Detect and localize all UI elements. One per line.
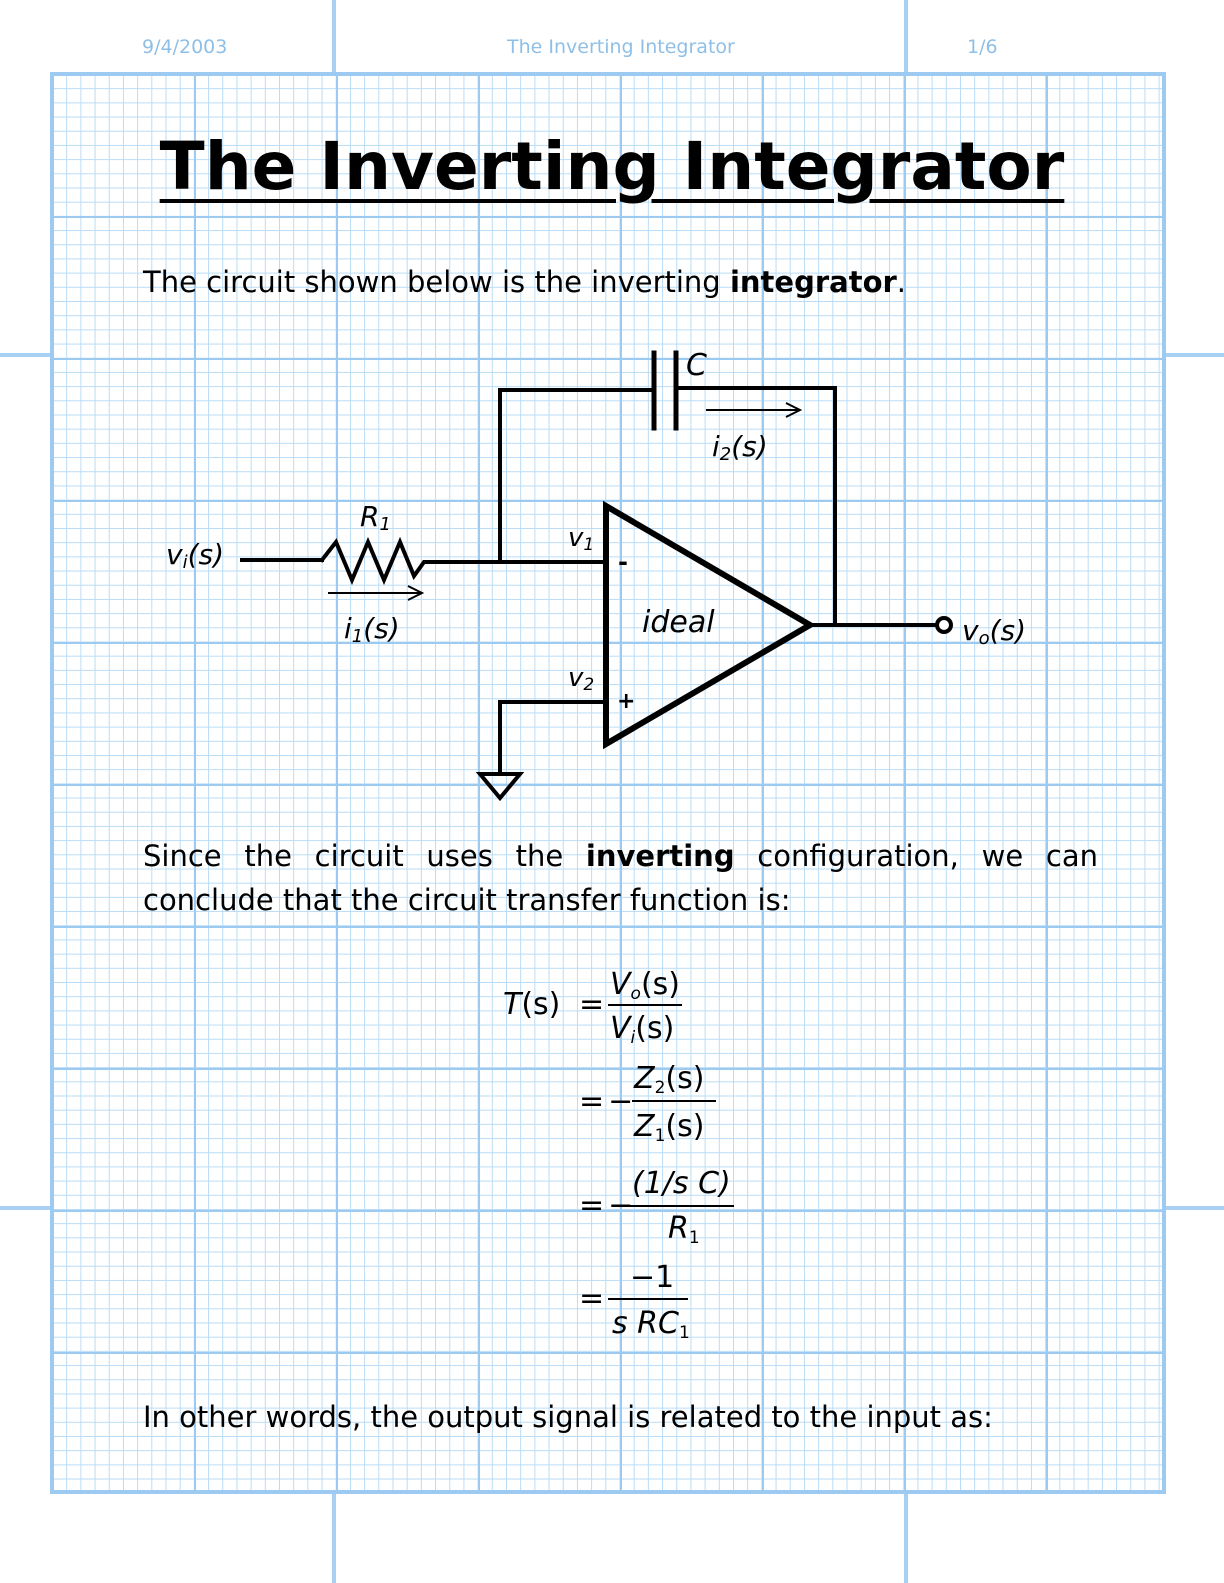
label-node-v2: v2	[568, 663, 594, 695]
arrow-i2	[706, 402, 803, 418]
output-terminal	[935, 616, 953, 634]
feedback-wire-right	[676, 386, 837, 627]
eq-numerator-1: Vo(s)	[610, 967, 680, 1004]
eq-numerator-4: −1	[630, 1260, 674, 1295]
eq-numerator-2: Z2(s)	[633, 1061, 704, 1098]
closing-paragraph: In other words, the output signal is rel…	[143, 1400, 993, 1434]
header-title: The Inverting Integrator	[507, 36, 735, 58]
intro-paragraph: The circuit shown below is the inverting…	[143, 265, 907, 299]
label-capacitor: C	[686, 348, 707, 383]
label-input-voltage: vi(s)	[166, 538, 224, 573]
label-node-v1: v1	[568, 523, 594, 555]
ground-symbol	[475, 772, 525, 802]
configuration-paragraph: Since the circuit uses the inverting con…	[143, 839, 1098, 917]
eq-denominator-1: Vi(s)	[610, 1011, 674, 1048]
eq-equals-1: =	[579, 987, 604, 1022]
page-title: The Inverting Integrator	[159, 128, 1065, 205]
opamp-triangle	[603, 500, 816, 750]
label-opamp-ideal: ideal	[642, 605, 715, 640]
label-output-voltage: vo(s)	[962, 614, 1026, 649]
label-noninverting-input: +	[617, 689, 635, 714]
header-date: 9/4/2003	[142, 36, 228, 58]
feedback-wire-left	[498, 388, 654, 564]
label-current-1: i1(s)	[344, 612, 400, 647]
eq-denominator-3: R1	[668, 1211, 700, 1248]
eq-lhs: T(s)	[503, 987, 560, 1022]
eq-equals-3: =−	[579, 1188, 633, 1223]
eq-equals-4: =	[579, 1281, 604, 1316]
eq-equals-2: =−	[579, 1084, 633, 1119]
graph-paper-sheet	[50, 72, 1166, 1494]
ground-wire	[498, 700, 608, 776]
label-inverting-input: -	[618, 548, 628, 576]
header-page: 1/6	[967, 36, 998, 58]
label-current-2: i2(s)	[712, 430, 768, 465]
eq-denominator-4: s RC1	[612, 1306, 690, 1343]
arrow-i1	[328, 585, 425, 601]
resistor	[319, 536, 608, 586]
eq-numerator-3: (1/s C)	[632, 1166, 731, 1201]
eq-denominator-2: Z1(s)	[633, 1109, 704, 1146]
label-resistor: R1	[360, 500, 391, 535]
